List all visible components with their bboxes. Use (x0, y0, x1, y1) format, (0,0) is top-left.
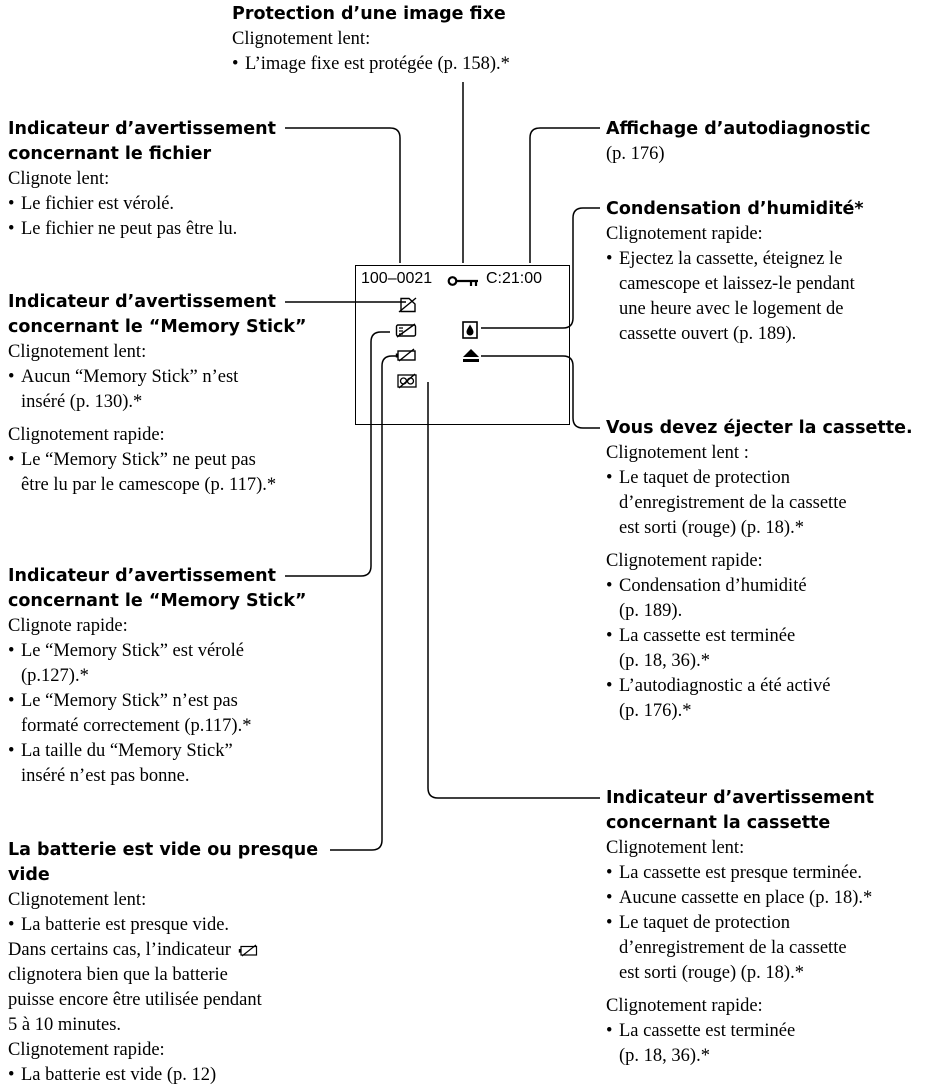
callout-battery: La batterie est vide ou presque vide Cli… (8, 838, 348, 1086)
ms-warning-1-sub-1: Clignotement lent: (8, 342, 147, 362)
protect-key-icon (447, 276, 478, 286)
ms-warning-2-sub: Clignote rapide: (8, 616, 128, 636)
self-diag-sub: (p. 176) (606, 144, 665, 164)
ms-warning-1-title-1: Indicateur d’avertissement (8, 292, 276, 312)
file-warning-icon (398, 297, 417, 313)
list-item: •La cassette est terminée(p. 18, 36).* (606, 626, 796, 671)
battery-paragraph: Dans certains cas, l’indicateur clignote… (8, 940, 262, 1035)
cassette-sub-2: Clignotement rapide: (606, 996, 763, 1016)
file-warning-title-2: concernant le fichier (8, 144, 212, 164)
list-item: •La batterie est vide (p. 12) (8, 1065, 217, 1085)
cassette-title-1: Indicateur d’avertissement (606, 788, 874, 808)
callout-ms-warning-2: Indicateur d’avertissement concernant le… (8, 564, 328, 789)
list-item: • Le taquet de protection d’enregistreme… (606, 913, 847, 983)
cassette-sub-1: Clignotement lent: (606, 838, 745, 858)
leader-cassette (427, 382, 600, 799)
list-item: • Ejectez la cassette, éteignez le cames… (606, 249, 855, 344)
protection-title: Protection d’une image fixe (232, 4, 506, 24)
viewfinder-display: 100–0021 C:21:00 (355, 265, 570, 425)
protection-sub: Clignotement lent: (232, 29, 371, 49)
battery-icon (238, 944, 257, 957)
callout-self-diag: Affichage d’autodiagnostic (p. 176) (606, 117, 926, 167)
list-item: •Aucune cassette en place (p. 18).* (606, 888, 873, 908)
ms-warning-2-title-1: Indicateur d’avertissement (8, 566, 276, 586)
battery-sub-1: Clignotement lent: (8, 890, 147, 910)
ms-warning-2-title-2: concernant le “Memory Stick” (8, 591, 307, 611)
callout-moisture: Condensation d’humidité* Clignotement ra… (606, 197, 931, 347)
list-item: •Le fichier ne peut pas être lu. (8, 219, 238, 239)
file-warning-title-1: Indicateur d’avertissement (8, 119, 276, 139)
list-item: •La cassette est presque terminée. (606, 863, 862, 883)
list-item: •La taille du “Memory Stick”inséré n’est… (8, 741, 233, 786)
list-item: •L’image fixe est protégée (p. 158).* (232, 54, 510, 74)
file-warning-sub: Clignote lent: (8, 169, 110, 189)
eject-sub-2: Clignotement rapide: (606, 551, 763, 571)
callout-file-warning: Indicateur d’avertissement concernant le… (8, 117, 308, 242)
list-item: •Condensation d’humidité(p. 189). (606, 576, 807, 621)
battery-title-1: La batterie est vide ou presque (8, 840, 319, 860)
timecode: C:21:00 (486, 270, 543, 287)
list-item: • Le taquet de protection d’enregistreme… (606, 468, 847, 538)
moisture-drop-icon (462, 321, 478, 339)
eject-icon (463, 349, 479, 362)
self-diag-title: Affichage d’autodiagnostic (606, 119, 871, 139)
eject-title: Vous devez éjecter la cassette. (606, 418, 913, 438)
battery-sub-2: Clignotement rapide: (8, 1040, 165, 1060)
leader-self-diag (529, 127, 600, 263)
leader-eject (481, 355, 600, 429)
battery-title-2: vide (8, 865, 50, 885)
list-item: •La batterie est presque vide. (8, 915, 230, 935)
leader-ms-warning-2 (285, 331, 390, 577)
battery-icon (395, 348, 416, 362)
ms-warning-1-title-2: concernant le “Memory Stick” (8, 317, 307, 337)
callout-cassette-warning: Indicateur d’avertissement concernant la… (606, 786, 931, 1069)
callout-ms-warning-1: Indicateur d’avertissement concernant le… (8, 290, 328, 498)
moisture-sub: Clignotement rapide: (606, 224, 763, 244)
list-item: •L’autodiagnostic a été activé(p. 176).* (606, 676, 831, 721)
leader-battery (330, 355, 397, 851)
list-item: •Le fichier est vérolé. (8, 194, 175, 214)
cassette-title-2: concernant la cassette (606, 813, 831, 833)
eject-sub-1: Clignotement lent : (606, 443, 749, 463)
leader-file-warning (285, 127, 401, 263)
callout-protection: Protection d’une image fixe Clignotement… (232, 2, 632, 77)
cassette-warning-icon (397, 373, 417, 389)
leader-moisture (481, 207, 600, 329)
file-number: 100–0021 (361, 270, 433, 287)
list-item: •Le “Memory Stick” est vérolé(p.127).* (8, 641, 244, 686)
memory-stick-warning-icon (395, 323, 417, 338)
ms-warning-1-sub-2: Clignotement rapide: (8, 425, 165, 445)
callout-eject: Vous devez éjecter la cassette. Clignote… (606, 416, 931, 724)
list-item: •La cassette est terminée(p. 18, 36).* (606, 1021, 796, 1066)
moisture-title: Condensation d’humidité* (606, 199, 864, 219)
